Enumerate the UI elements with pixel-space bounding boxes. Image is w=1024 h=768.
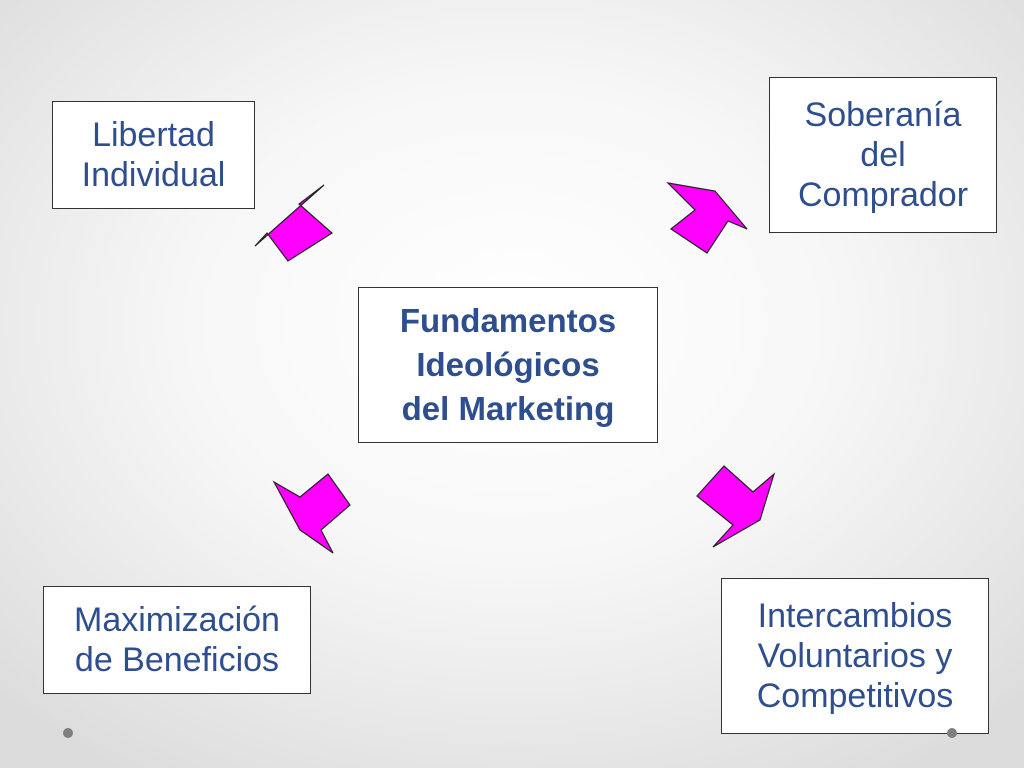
decorative-dot-left [63, 728, 73, 738]
central-concept-box: Fundamentos Ideológicos del Marketing [358, 287, 658, 443]
maximizacion-beneficios-box: Maximización de Beneficios [43, 586, 311, 694]
maximizacion-beneficios-line-2: de Beneficios [74, 641, 280, 679]
central-concept-line-2: Ideológicos [416, 346, 600, 383]
libertad-individual-line-1: Libertad [92, 116, 215, 154]
intercambios-voluntarios-box: Intercambios Voluntarios y Competitivos [721, 578, 989, 734]
soberania-comprador-line-3: Comprador [797, 176, 969, 214]
soberania-comprador-line-2: del [860, 136, 906, 174]
arrow-up-left-icon [254, 184, 333, 262]
arrow-down-left-icon [272, 473, 351, 554]
intercambios-voluntarios-line-2: Voluntarios y [757, 637, 953, 675]
decorative-dot-right [947, 728, 957, 738]
intercambios-voluntarios-line-3: Competitivos [756, 677, 954, 715]
central-concept-line-1: Fundamentos [399, 302, 617, 339]
arrow-up-right-icon [666, 182, 748, 254]
libertad-individual-line-2: Individual [81, 156, 226, 194]
libertad-individual-box: Libertad Individual [52, 101, 255, 209]
maximizacion-beneficios-line-1: Maximización [74, 601, 280, 639]
intercambios-voluntarios-line-1: Intercambios [757, 597, 953, 635]
soberania-comprador-box: Soberanía del Comprador [769, 77, 997, 233]
central-concept-line-3: del Marketing [401, 390, 615, 427]
soberania-comprador-line-1: Soberanía [804, 96, 962, 134]
arrow-down-right-icon [696, 465, 776, 548]
